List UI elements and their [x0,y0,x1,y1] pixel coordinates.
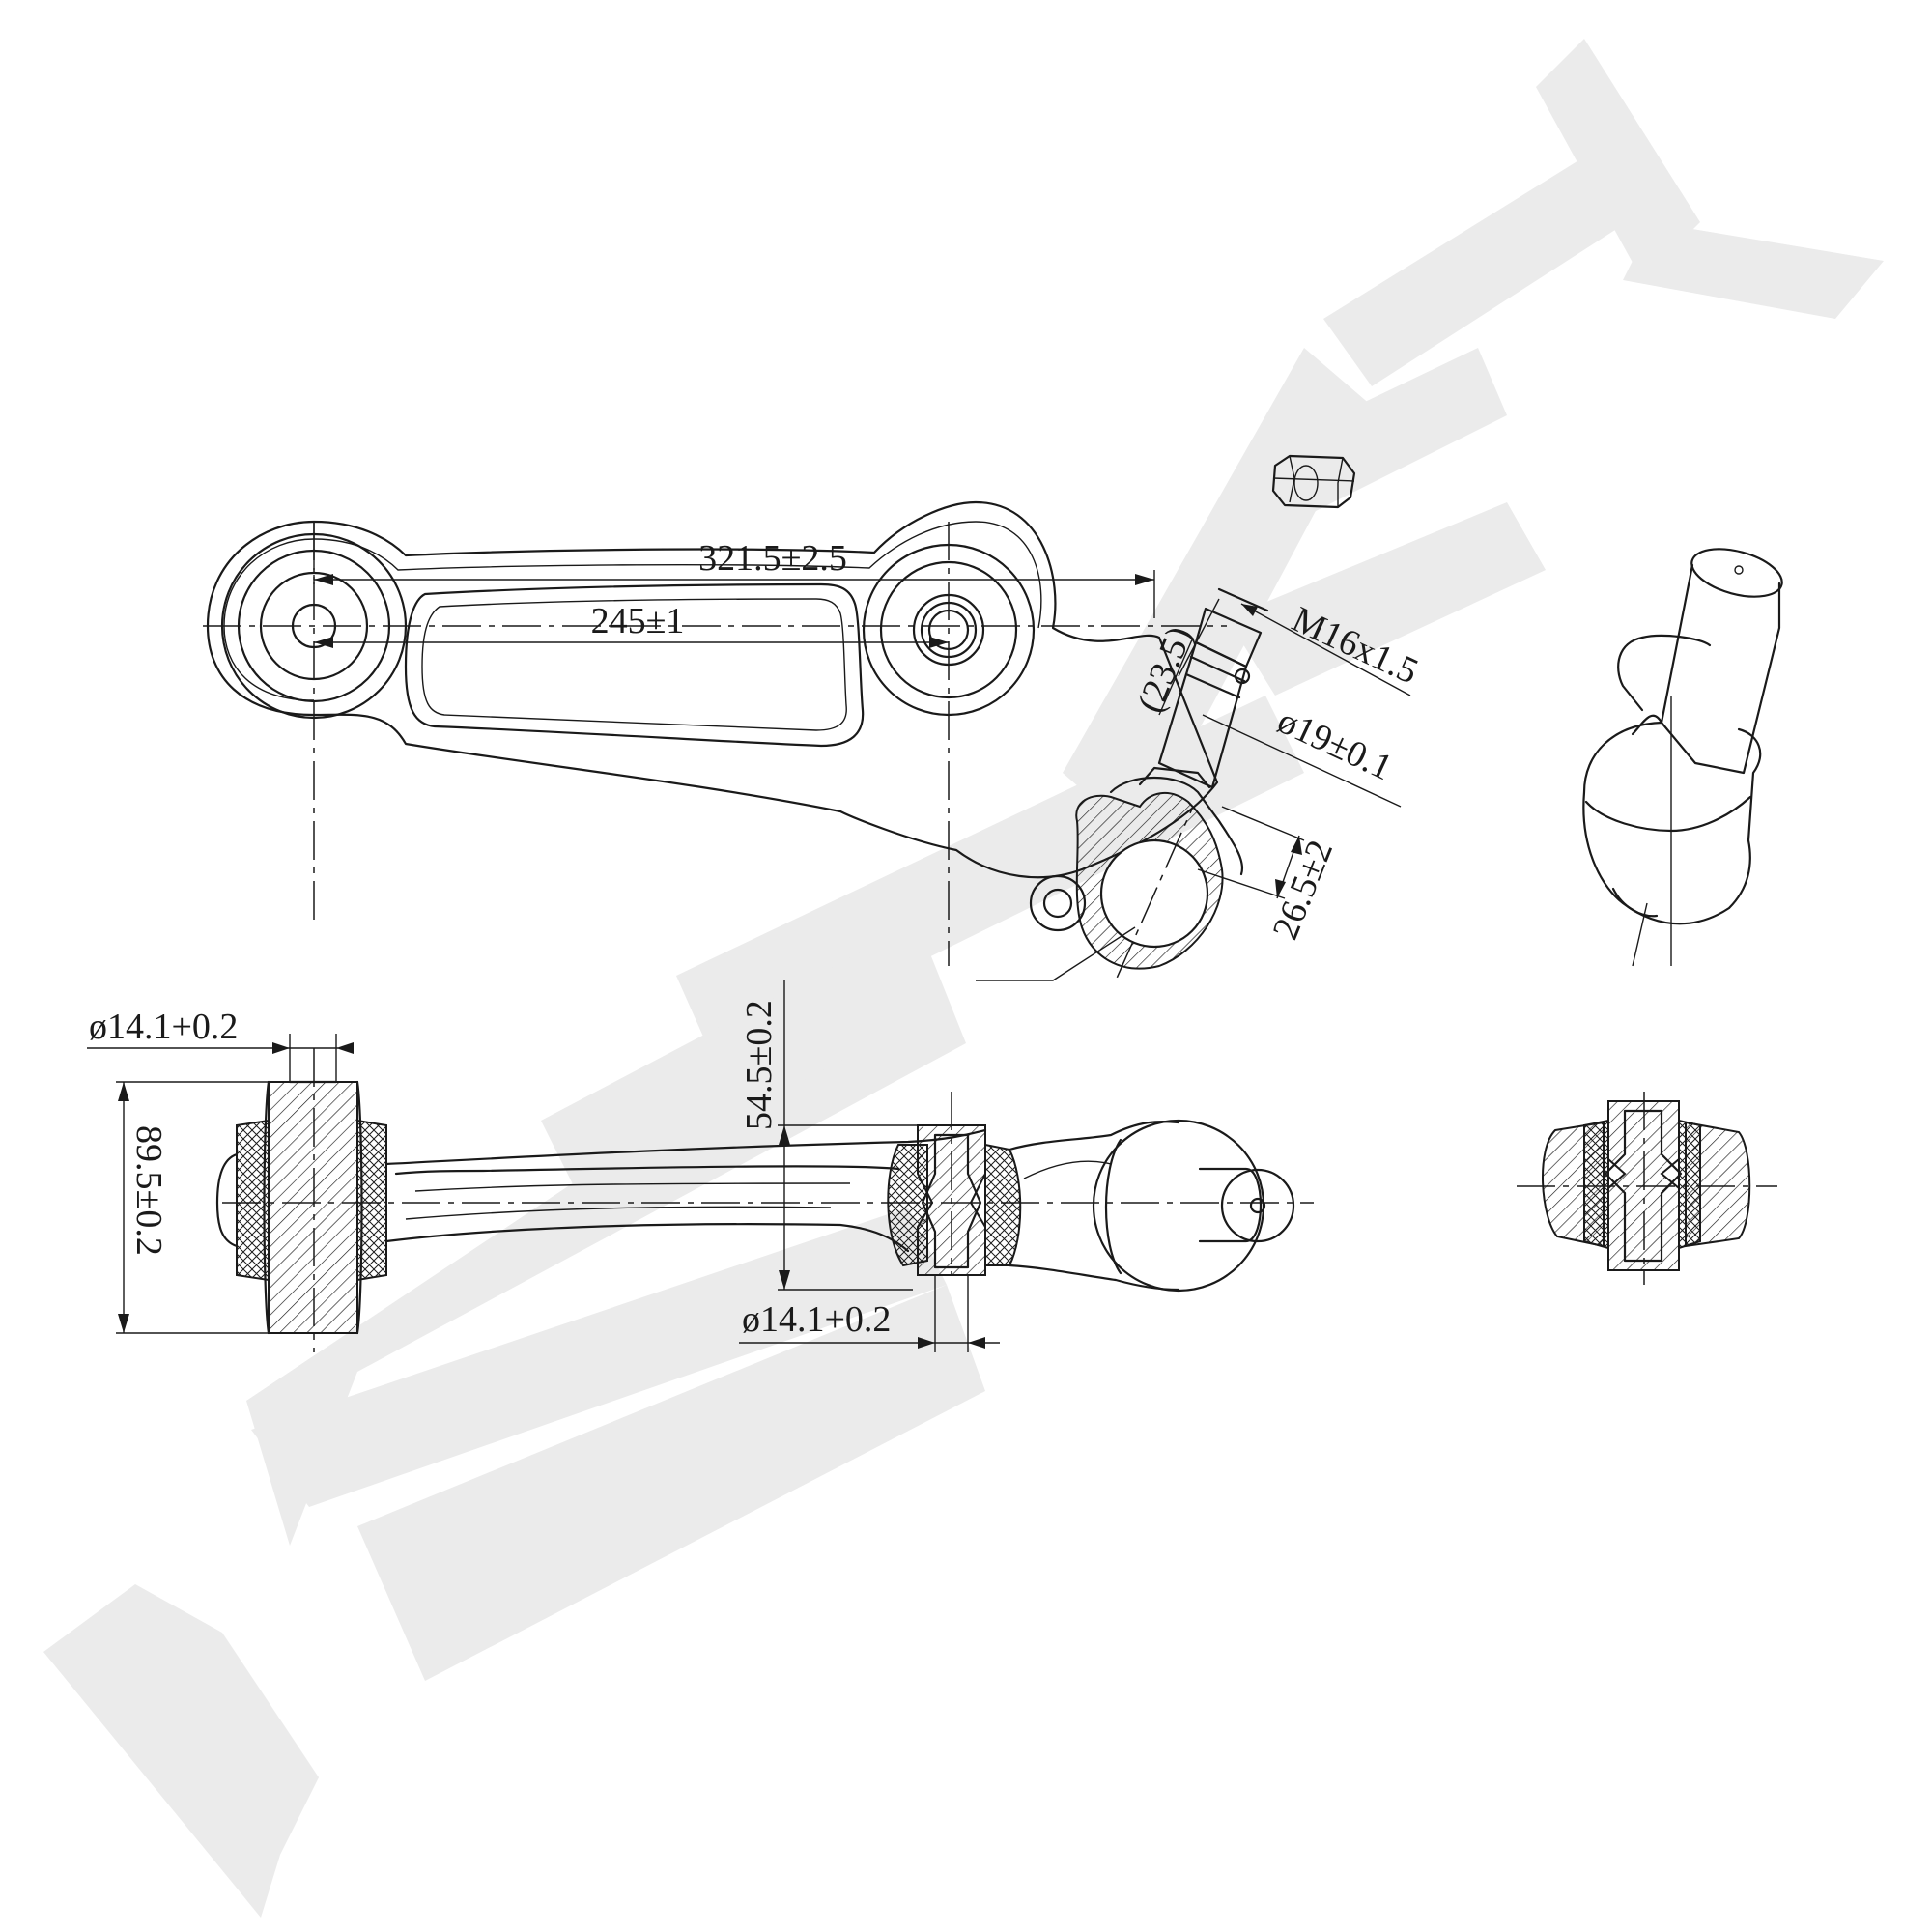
dim-overall-length: 321.5±2.5 [313,522,1155,618]
bore-right-label: ø14.1+0.2 [742,1299,891,1340]
nut-icon [1271,454,1356,509]
arm-top-view [206,500,1269,981]
ball-joint-detail [1582,548,1783,967]
bushing-spacing-label: 245±1 [591,601,685,641]
bushing-width-label: 89.5±0.2 [128,1125,169,1256]
bushing-section-detail [1517,1092,1777,1285]
arm-pocket [404,582,865,748]
dim-bushing-spacing: 245±1 [314,601,949,648]
height-offset-label: 54.5±0.2 [739,1000,780,1130]
ball-stud [1157,587,1269,789]
overall-length-label: 321.5±2.5 [698,538,847,579]
dim-bore-right: ø14.1+0.2 [739,1275,1000,1352]
dim-height-offset: 54.5±0.2 [739,980,976,1291]
dim-bore-left: ø14.1+0.2 [87,1007,354,1082]
bore-left-label: ø14.1+0.2 [89,1007,238,1047]
dim-bushing-width: 89.5±0.2 [116,1081,269,1334]
arm-side-view [215,1048,1314,1352]
dim-joint-offset: 26.5±2 [1197,806,1341,945]
watermark-logo [43,39,1884,1918]
